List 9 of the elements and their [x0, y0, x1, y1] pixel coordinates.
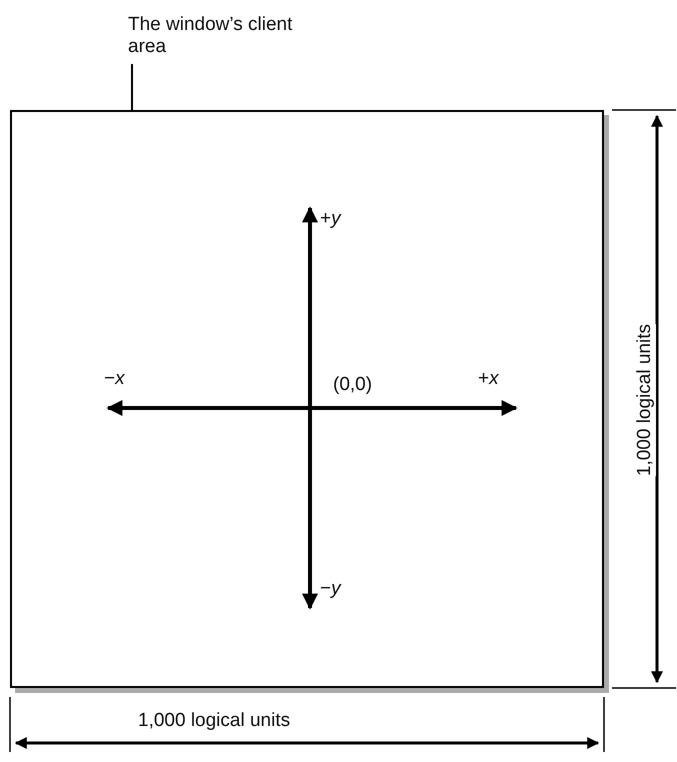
origin-label: (0,0)	[333, 374, 372, 396]
dimension-label: 1,000 logical units	[634, 324, 656, 476]
leader-line	[131, 64, 133, 110]
axis-label: −x	[104, 368, 125, 390]
axis-label: +y	[320, 208, 341, 230]
axis-label: −y	[320, 578, 341, 600]
dimension-label: 1,000 logical units	[138, 710, 290, 732]
callout-text: The window’s client area	[128, 14, 298, 58]
axis-label: +x	[478, 368, 499, 390]
